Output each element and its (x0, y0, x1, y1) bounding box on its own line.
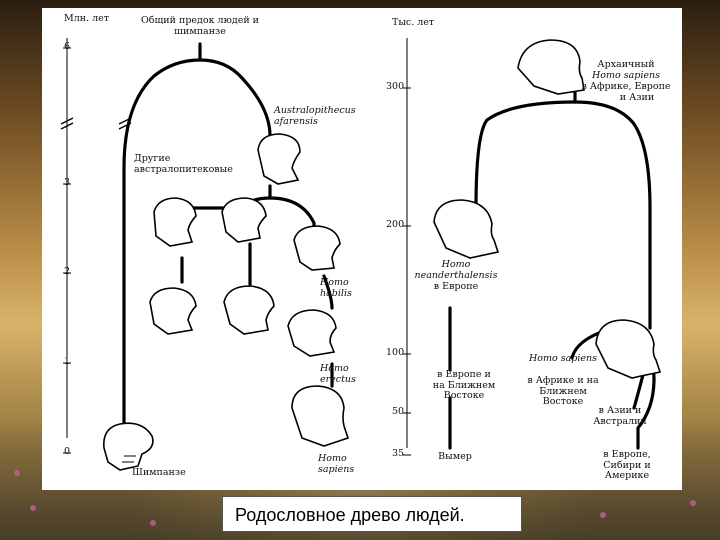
label-archaic-4: и Азии (619, 92, 655, 103)
skull-other-1-icon (153, 197, 197, 247)
label-common-ancestor: Общий предок людей и шимпанзе (140, 15, 260, 37)
label-homo-erectus: Homo erectus (320, 363, 356, 385)
skull-erectus-icon (287, 309, 337, 357)
flower (14, 470, 20, 476)
label-neanderthal-3: в Европе (433, 281, 479, 292)
label-other-australopithecines: Другие австралопитековые (134, 153, 233, 175)
label-australopithecus: Australopithecus afarensis (274, 105, 356, 127)
left-axis-tick: 1 (64, 356, 71, 367)
caption-text: Родословное древо людей. (235, 505, 465, 525)
label-neanderthal-2: neanderthalensis (414, 270, 498, 281)
label-homo-sapiens-left: Homo sapiens (318, 453, 355, 475)
diagram-sheet: Млн. лет 6 3 2 1 0 Тыс. лет 300 200 100 … (42, 8, 682, 490)
label-archaic-2: Homo sapiens (591, 70, 661, 81)
skull-habilis-icon (293, 225, 341, 271)
skull-chimpanzee-icon (103, 422, 154, 471)
slide-caption: Родословное древо людей. (222, 496, 522, 532)
left-axis-tick: 0 (64, 446, 71, 457)
skull-other-2-icon (221, 197, 267, 243)
flower (690, 500, 696, 506)
left-axis-title: Млн. лет (64, 13, 110, 24)
label-sapiens-africa-2: в Африке и на Ближнем Востоке (527, 375, 599, 407)
label-homo-habilis: Homo habilis (320, 277, 352, 299)
skull-sapiens-left-icon (291, 385, 350, 447)
tree-drawing (60, 38, 662, 471)
label-asia-australia: в Азии и Австралии (593, 405, 647, 427)
left-axis-tick: 2 (64, 266, 71, 277)
branch-chimp (122, 58, 202, 430)
skull-archaic-sapiens-icon (517, 39, 585, 95)
label-extinct: Вымер (438, 451, 472, 462)
skull-neanderthal-icon (433, 199, 500, 259)
branch-neanderthal (474, 100, 577, 210)
left-axis-tick: 6 (64, 41, 71, 52)
label-neanderthal-1: Homo (441, 259, 471, 270)
flower (30, 505, 36, 511)
branch-sapiens (573, 100, 652, 330)
right-axis-title: Тыс. лет (392, 17, 435, 28)
skull-other-3-icon (149, 287, 197, 335)
right-axis-tick: 35 (392, 448, 405, 459)
right-axis-tick: 50 (392, 406, 405, 417)
label-archaic-3: в Африке, Европе (581, 81, 671, 92)
branch-erectus (322, 274, 334, 310)
skull-other-4-icon (223, 285, 275, 335)
flower (150, 520, 156, 526)
label-archaic-1: Архаичный (597, 59, 655, 70)
skull-australopithecus-icon (257, 133, 301, 185)
right-axis-tick: 200 (386, 219, 405, 230)
right-axis-tick: 100 (386, 347, 405, 358)
flower (600, 512, 606, 518)
right-axis-tick: 300 (386, 81, 405, 92)
branch-habilis-stem (268, 196, 316, 232)
branch-human (198, 58, 272, 138)
label-europe-siberia-america: в Европе, Сибири и Америке (603, 449, 651, 481)
label-sapiens-africa-1: Homo sapiens (528, 353, 598, 364)
label-chimpanzee: Шимпанзе (132, 467, 186, 478)
label-europe-mideast: в Европе и на Ближнем Востоке (432, 369, 496, 401)
left-axis-tick: 3 (64, 177, 71, 188)
skull-sapiens-right-icon (595, 319, 662, 379)
